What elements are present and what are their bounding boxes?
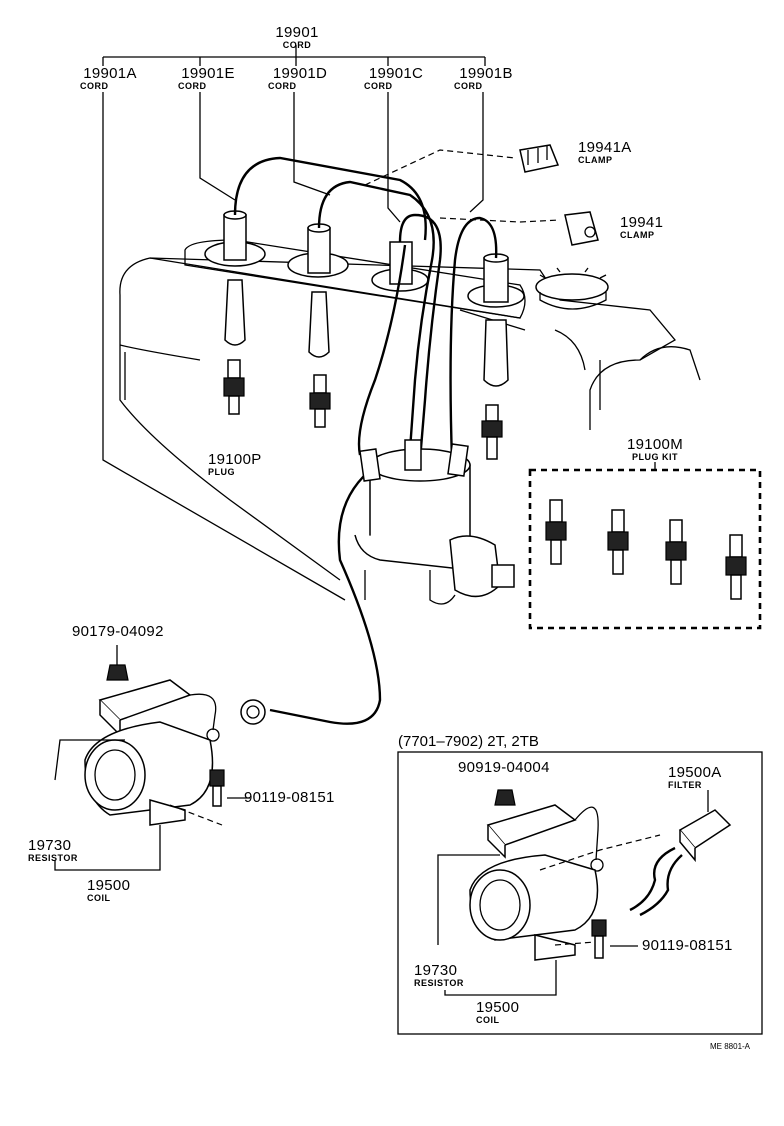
cord-d-name: CORD [268, 81, 297, 91]
plug-name: PLUG [208, 467, 236, 477]
distributor [354, 439, 515, 605]
coil-right-name: COIL [476, 1015, 500, 1025]
cord-set-label: 19901 CORD [262, 25, 332, 50]
coil-left-label: 19500 COIL [87, 878, 130, 903]
clamp-label: 19941 CLAMP [620, 215, 663, 240]
cord-set-bracket [102, 45, 486, 66]
clamp-part-number: 19941 [620, 214, 664, 231]
cord-a-name: CORD [80, 81, 109, 91]
nut-left-label: 90179-04092 [72, 624, 164, 639]
clamp-a-label: 19941A CLAMP [578, 140, 632, 165]
nut-right-part-number: 90919-04004 [458, 759, 550, 776]
filter-part-number: 19500A [668, 764, 722, 781]
cord-a-label: 19901A CORD [70, 66, 150, 91]
filter-part [629, 790, 732, 917]
filter-name: FILTER [668, 780, 702, 790]
nut-left-part-number: 90179-04092 [72, 623, 164, 640]
coil-left-name: COIL [87, 893, 111, 903]
cord-c-name: CORD [364, 81, 393, 91]
clamp-a-part-number: 19941A [578, 139, 632, 156]
coil-right-label: 19500 COIL [476, 1000, 519, 1025]
coil-left-part-number: 19500 [87, 877, 131, 894]
cord-c-label: 19901C CORD [356, 66, 436, 91]
left-coil-assembly [54, 645, 250, 871]
cord-c-part-number: 19901C [368, 65, 424, 82]
right-coil-assembly [437, 789, 661, 996]
plug-kit-plugs [545, 499, 747, 600]
plug-boots [204, 210, 525, 387]
plug-kit-label: 19100M PLUG KIT [610, 437, 700, 462]
resistor-right-name: RESISTOR [414, 978, 464, 988]
coil-cord-end [240, 699, 266, 725]
cord-b-part-number: 19901B [459, 65, 513, 82]
diagram-code: ME 8801-A [710, 1042, 751, 1051]
oil-filler-cap [535, 267, 609, 310]
bolt-right-label: 90119-08151 [642, 938, 733, 953]
resistor-right-label: 19730 RESISTOR [414, 963, 464, 988]
plug-kit-part-number: 19100M [626, 436, 683, 453]
resistor-right-part-number: 19730 [414, 962, 458, 979]
resistor-left-part-number: 19730 [28, 837, 72, 854]
plug-kit-box [528, 468, 762, 630]
cord-b-name: CORD [454, 81, 483, 91]
coil-right-part-number: 19500 [476, 999, 520, 1016]
clamps [364, 144, 599, 246]
nut-right-label: 90919-04004 [458, 760, 550, 775]
spark-plug-loose [223, 359, 503, 460]
plug-part-number: 19100P [208, 451, 262, 468]
cord-e-name: CORD [178, 81, 207, 91]
cord-d-part-number: 19901D [272, 65, 328, 82]
cord-set-part-number: 19901 [275, 24, 319, 41]
cord-d-label: 19901D CORD [260, 66, 340, 91]
clamp-a-name: CLAMP [578, 155, 613, 165]
resistor-left-name: RESISTOR [28, 853, 78, 863]
cord-e-part-number: 19901E [181, 65, 235, 82]
plug-label: 19100P PLUG [208, 452, 262, 477]
cord-e-label: 19901E CORD [168, 66, 248, 91]
plug-kit-name: PLUG KIT [632, 452, 678, 462]
inset-box [397, 751, 763, 1035]
cord-b-label: 19901B CORD [446, 66, 526, 91]
clamp-name: CLAMP [620, 230, 655, 240]
bolt-left-label: 90119-08151 [244, 790, 335, 805]
cord-a-part-number: 19901A [83, 65, 137, 82]
filter-label: 19500A FILTER [668, 765, 722, 790]
resistor-left-label: 19730 RESISTOR [28, 838, 78, 863]
cord-set-name: CORD [282, 40, 312, 50]
head-plates [149, 239, 526, 319]
cord-leaders [102, 92, 484, 601]
inset-header: (7701–7902) 2T, 2TB [398, 733, 539, 750]
ignition-cords [233, 156, 498, 725]
bolt-left-part-number: 90119-08151 [244, 789, 335, 806]
bolt-right-part-number: 90119-08151 [642, 937, 733, 954]
